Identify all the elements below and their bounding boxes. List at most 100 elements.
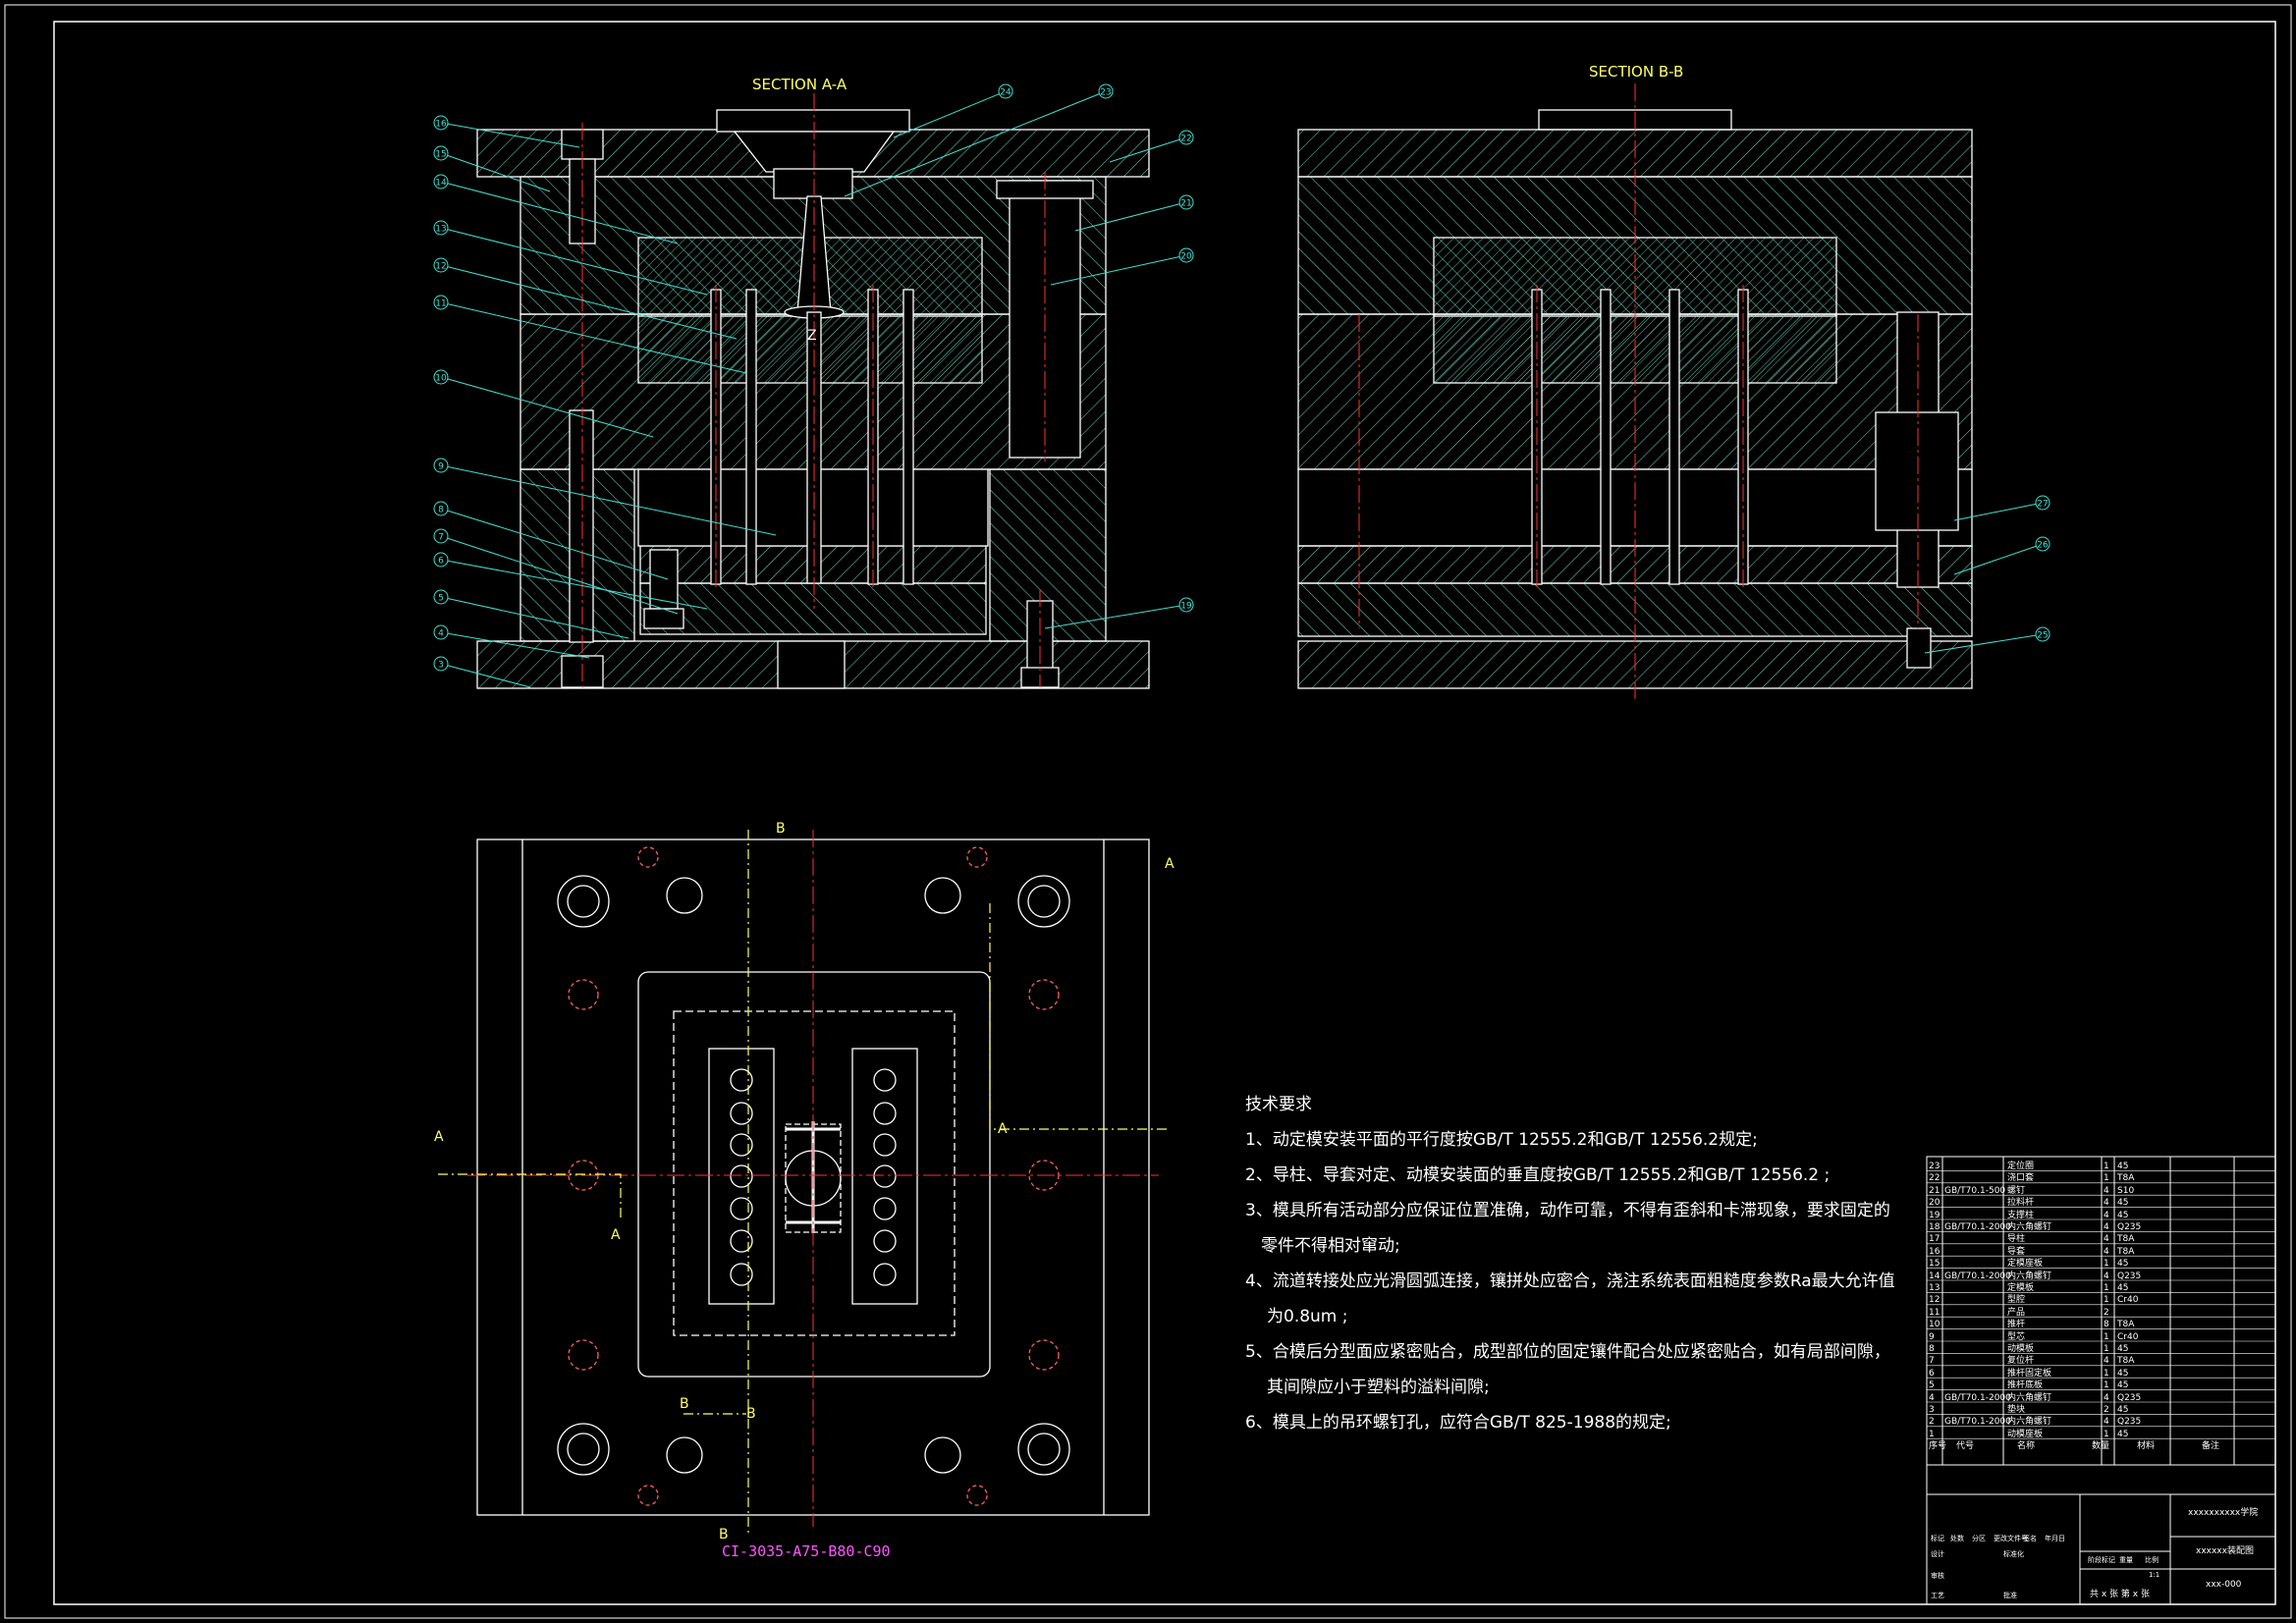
bom-cell: 1 <box>2104 1173 2109 1184</box>
bom-header-cell: 序号 <box>1929 1441 1947 1452</box>
title-block-drawing-number: xxx-000 <box>2206 1580 2242 1590</box>
bom-header-row: 序号代号名称数量材料备注 <box>1927 1440 2275 1452</box>
part-balloon <box>433 552 449 568</box>
title-block-label: 标记 <box>1931 1535 1944 1542</box>
leader-line <box>440 376 654 438</box>
part-balloon-label: 22 <box>1180 135 1191 144</box>
bom-cell: 1 <box>2104 1429 2109 1439</box>
bom-cell: 4 <box>1929 1392 1935 1403</box>
bom-row-lines <box>1927 1170 2275 1439</box>
mold-base-spec: CI-3035-A75-B80-C90 <box>722 1542 891 1560</box>
bom-cell: T8A <box>2117 1246 2135 1257</box>
leader-line <box>440 663 531 688</box>
bom-cell: 18 <box>1929 1222 1941 1232</box>
bom-cell: 型芯 <box>2007 1331 2026 1342</box>
title-block-label: 设计 <box>1931 1550 1944 1558</box>
bom-cell: T8A <box>2117 1234 2135 1245</box>
bom-cell: 推杆底板 <box>2007 1380 2044 1391</box>
bom-cell: 11 <box>1929 1307 1941 1318</box>
bom-cell: GB/T70.1-500 <box>1944 1185 2006 1196</box>
bom-cell: 10 <box>1929 1320 1941 1330</box>
bom-cell: 1 <box>2104 1295 2109 1306</box>
bom-cell: 2 <box>2104 1405 2109 1415</box>
part-balloon <box>433 528 449 544</box>
bom-cell: 45 <box>2117 1198 2129 1209</box>
part-balloon-label: 13 <box>435 225 446 235</box>
part-balloon-label: 8 <box>438 506 444 515</box>
part-balloon <box>433 257 449 273</box>
tech-req-line: 4、流道转接处应光滑圆弧连接，镶拼处应密合，浇注系统表面粗糙度参数Ra最大允许值 <box>1245 1271 1895 1291</box>
bom-cell: GB/T70.1-2000 <box>1944 1417 2011 1428</box>
marker-a-left-2: A <box>611 1227 621 1243</box>
bom-cell: Q235 <box>2117 1271 2142 1281</box>
part-balloon <box>433 369 449 385</box>
tech-req-line: 其间隙应小于塑料的溢料间隙; <box>1267 1378 1490 1397</box>
title-block-label: 处数 <box>1950 1535 1964 1542</box>
bom-cell: 浇口套 <box>2007 1173 2035 1184</box>
bom-cell: 5 <box>1929 1380 1935 1391</box>
bom-header-cell: 备注 <box>2202 1441 2220 1452</box>
marker-b-bottom: B <box>719 1527 729 1542</box>
outer-frame <box>4 4 2292 1619</box>
part-balloon <box>433 295 449 310</box>
marker-a-left: A <box>434 1129 444 1145</box>
bom-cell: 型腔 <box>2007 1295 2026 1306</box>
bom-cell: 4 <box>2104 1222 2109 1232</box>
bom-cell: Q235 <box>2117 1417 2142 1428</box>
plan-guide-holes <box>557 875 1070 1476</box>
bom-cell: 2 <box>1929 1417 1935 1428</box>
leader-lines <box>440 90 2044 688</box>
bom-header-cell: 材料 <box>2137 1441 2156 1452</box>
title-block-label: 重量 <box>2119 1556 2133 1564</box>
leader-line <box>440 152 551 192</box>
tech-req-line: 零件不得相对窜动; <box>1261 1236 1400 1256</box>
bom-cell: 8 <box>1929 1344 1935 1354</box>
leader-line <box>1074 201 1187 232</box>
bom-cell: 1 <box>2104 1380 2109 1391</box>
part-balloon <box>1178 247 1194 263</box>
bom-cell: 45 <box>2117 1344 2129 1354</box>
part-balloon <box>1178 194 1194 210</box>
bom-cell: S10 <box>2117 1185 2135 1196</box>
bom-cell: 内六角螺钉 <box>2007 1417 2052 1428</box>
bom-cell: 拉料杆 <box>2007 1198 2035 1209</box>
bom-cell: T8A <box>2117 1356 2135 1367</box>
bom-cell: 20 <box>1929 1198 1941 1209</box>
bom-cell: 45 <box>2117 1283 2129 1293</box>
section-bb-centerlines <box>1358 83 1919 702</box>
part-balloon-label: 12 <box>435 262 446 272</box>
part-balloon <box>2035 626 2050 642</box>
bom-cell: 动模座板 <box>2007 1429 2044 1439</box>
marker-a-right-2: A <box>998 1121 1008 1137</box>
bom-cell: 导柱 <box>2007 1234 2026 1245</box>
bom-cell: 8 <box>2104 1320 2109 1330</box>
tech-req-line: 3、模具所有活动部分应保证位置准确，动作可靠，不得有歪斜和卡滞现象，要求固定的 <box>1245 1201 1890 1220</box>
bom-cell: 45 <box>2117 1429 2129 1439</box>
part-balloon <box>433 174 449 189</box>
part-balloon <box>433 220 449 236</box>
bom-cell: 9 <box>1929 1331 1935 1342</box>
leader-line <box>1953 502 2044 521</box>
section-aa-view <box>476 109 1150 689</box>
bom-cell: 螺钉 <box>2007 1185 2026 1196</box>
plan-insert-left <box>708 1048 775 1305</box>
bom-cell: GB/T70.1-2000 <box>1944 1271 2011 1281</box>
part-balloon <box>1178 130 1194 145</box>
part-balloon-label: 23 <box>1100 88 1111 98</box>
bom-cell: 16 <box>1929 1246 1941 1257</box>
plan-screw-holes <box>568 846 1060 1506</box>
title-block-label: 更改文件号 <box>1994 1535 2028 1542</box>
locating-ring <box>716 109 910 133</box>
title-block-label: 审核 <box>1931 1572 1944 1580</box>
part-balloon-label: 11 <box>435 299 446 309</box>
